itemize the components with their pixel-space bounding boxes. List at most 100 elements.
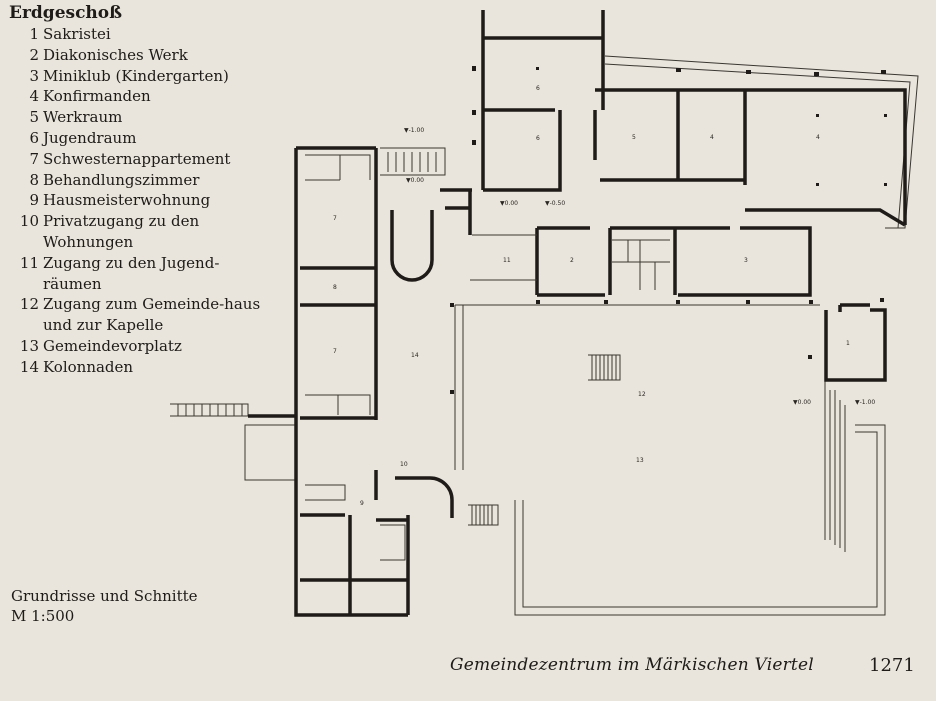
column: [814, 72, 819, 76]
legend-item-text: Privatzugang zu den Wohnungen: [43, 212, 200, 251]
scale-note-line: Grundrisse und Schnitte: [11, 587, 198, 605]
room-label: 11: [503, 257, 511, 264]
room-label: 13: [636, 457, 644, 464]
room-label: 2: [570, 257, 574, 264]
level-markers-group: ▼-1.00 ▼0.00 ▼0.00 ▼-0.50 ▼0.00 ▼-1.00: [404, 127, 875, 406]
partition-bathroom-lower: [305, 394, 371, 415]
legend-item-text: Konfirmanden: [43, 87, 151, 106]
column: [604, 300, 608, 304]
outline-group: [170, 55, 919, 616]
legend-item-text: Zugang zu den Jugend-räumen: [43, 253, 220, 293]
legend-item-text: Zugang zum Gemeinde-haus und zur Kapelle: [43, 295, 261, 335]
level-marker: ▼-1.00: [855, 399, 875, 406]
page-number: 1271: [869, 655, 915, 676]
column: [472, 110, 476, 115]
partition-vestibule-11: [470, 234, 537, 281]
outline-right-steps: [824, 380, 846, 552]
column: [809, 300, 813, 304]
wall-north-wing: [481, 10, 907, 227]
room-label: 4: [710, 134, 714, 141]
legend-item-number: 2: [29, 45, 39, 64]
column: [880, 298, 884, 302]
room-label: 8: [333, 284, 337, 291]
legend-item-number: 7: [29, 149, 39, 168]
legend-item-number: 4: [29, 87, 39, 106]
legend-item-text: Miniklub (Kindergarten): [43, 66, 229, 85]
legend-item-number: 3: [29, 66, 39, 85]
wall-stair-lower: [395, 476, 454, 518]
wall-sakristei: [824, 303, 887, 382]
legend-item-text: Kolonnaden: [43, 357, 134, 376]
legend-item-text: Jugendraum: [43, 128, 137, 147]
legend-item-number: 10: [19, 212, 39, 231]
legend-item-number: 11: [19, 253, 39, 272]
column: [450, 390, 454, 394]
partition-lower-units: [380, 524, 406, 561]
column: [746, 300, 750, 304]
column: [472, 66, 476, 71]
outline-upper-stair: [380, 147, 446, 176]
room-label: 12: [638, 391, 646, 398]
wall-middle-rooms: [535, 226, 812, 297]
legend-item-text: Sakristei: [43, 25, 111, 43]
legend-item-number: 1: [29, 25, 39, 43]
column: [816, 114, 819, 117]
legend-item-number: 5: [29, 108, 39, 127]
walls-group: [248, 10, 907, 617]
column: [472, 140, 476, 145]
caption: Gemeindezentrum im Märkischen Viertel: [450, 655, 814, 675]
room-label: 3: [744, 257, 748, 264]
partition-bathroom-upper: [305, 154, 371, 181]
outline-walkway-right: [604, 55, 919, 229]
column: [746, 70, 751, 74]
column: [536, 300, 540, 304]
room-label: 14: [411, 352, 419, 359]
column: [816, 183, 819, 186]
outline-front-steps: [468, 504, 499, 526]
legend-item-text: Behandlungszimmer: [43, 170, 200, 189]
room-label: 6: [536, 85, 540, 92]
legend-item-text: Hausmeisterwohnung: [43, 191, 211, 210]
room-label: 9: [360, 500, 364, 507]
room-label: 10: [400, 461, 408, 468]
partition-kitchen: [305, 484, 346, 501]
column: [884, 114, 887, 117]
legend-item-number: 13: [19, 336, 39, 355]
scale-note: Grundrisse und Schnitte M 1:500: [11, 586, 198, 626]
room-label: 7: [333, 348, 337, 355]
column: [450, 303, 454, 307]
legend-item-text: Schwesternappartement: [43, 149, 231, 168]
legend-item-number: 8: [29, 170, 39, 189]
room-label: 5: [632, 134, 636, 141]
room-label: 4: [816, 134, 820, 141]
room-label: 7: [333, 215, 337, 222]
level-marker: ▼0.00: [500, 200, 518, 207]
room-label: 6: [536, 135, 540, 142]
level-marker: ▼-0.50: [545, 200, 565, 207]
outline-stair-center: [588, 354, 621, 381]
wall-south-wing: [294, 146, 410, 617]
room-label: 1: [846, 340, 850, 347]
legend-item-text: Diakonisches Werk: [43, 45, 188, 64]
column: [808, 355, 812, 359]
column: [536, 67, 539, 70]
wall-south-wing-rooms: [300, 266, 408, 615]
level-marker: ▼0.00: [793, 399, 811, 406]
column: [881, 70, 886, 74]
column: [884, 183, 887, 186]
partition-wc-core: [612, 239, 670, 290]
room-labels-group: 6 6 5 4 4 7 8 7 14 2 3 1 11 10 9 12 13: [333, 85, 850, 507]
partitions-group: [305, 154, 670, 561]
legend-item-text: Gemeindevorplatz: [43, 336, 182, 355]
level-marker: ▼-1.00: [404, 127, 424, 134]
